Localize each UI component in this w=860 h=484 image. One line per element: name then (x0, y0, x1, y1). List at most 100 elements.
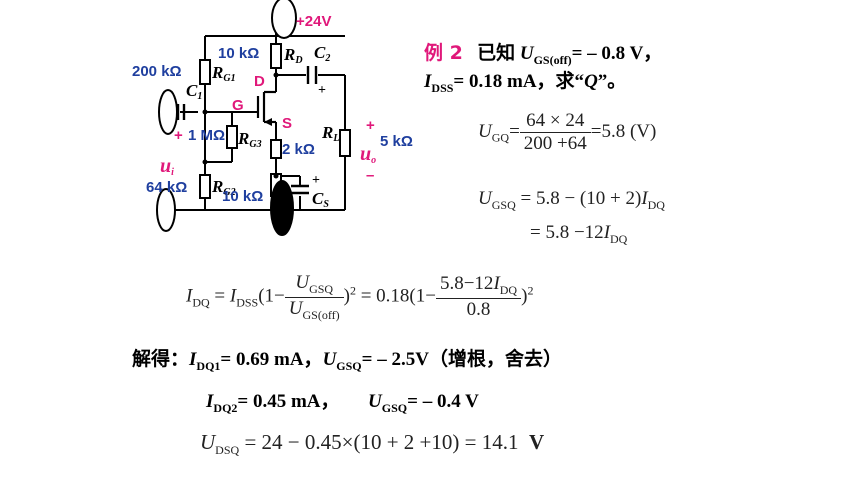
eq2-i-sub: DQ (647, 197, 665, 212)
solution-line-1: 解得：IDQ1= 0.69 mA，UGSQ= – 2.5V（增根，舍去） (132, 344, 562, 374)
ui-sub: i (171, 167, 174, 178)
eq4-unit: V (528, 430, 545, 454)
solve-label: 解得： (132, 348, 190, 370)
uo-sub: o (371, 155, 376, 166)
rd-sub: D (294, 55, 302, 66)
eq4-rhs: = 24 − 0.45×(10 + 2 +10) = 14.1 (244, 430, 519, 454)
problem-line-1: 例 2 已知 UGS(off)= – 0.8 V， (424, 38, 662, 68)
ugsoff-sub: GS(off) (533, 52, 572, 67)
eq2-i2-symbol: I (603, 222, 611, 243)
u1-sub: GSQ (336, 358, 362, 373)
eq3-square: 2 (349, 283, 356, 298)
eq4-lhs-sub: DSQ (215, 443, 240, 458)
rg1-value: 200 kΩ (132, 63, 182, 80)
i2-sub: DQ2 (213, 400, 238, 415)
rl-value: 5 kΩ (380, 133, 413, 150)
u2-sub: GSQ (381, 400, 408, 415)
rg1-label: R (211, 63, 223, 82)
supply-label: +24V (296, 13, 331, 30)
solution-line-2: IDQ2= 0.45 mA， UGSQ= – 0.4 V (206, 386, 479, 416)
known-text: 已知 (477, 42, 516, 64)
idss-sub: DSS (431, 80, 454, 95)
eq2-i2-sub: DQ (610, 231, 628, 246)
eq3-close: ) (343, 285, 350, 307)
rg2-label: R (211, 177, 223, 196)
ui-label: u (160, 155, 171, 177)
eq3-square2: 2 (527, 283, 534, 298)
rg1-sub: G1 (223, 73, 235, 84)
eq2-i-symbol: I (641, 188, 648, 209)
drain-label: D (254, 73, 265, 90)
svg-text:RL: RL (321, 123, 339, 144)
eq1-lhs: U (478, 120, 492, 142)
c2-label: C (314, 43, 326, 62)
rg3-label: R (237, 129, 249, 148)
eq3-num-sub: GSQ (309, 281, 334, 296)
rs-value: 2 kΩ (282, 141, 315, 158)
rs2-value: 10 kΩ (222, 188, 263, 205)
c2-plus: + (318, 83, 326, 98)
idss-symbol: I (424, 71, 432, 92)
gate-label: G (232, 97, 244, 114)
c1-label: C (186, 81, 198, 100)
uo-label: u (360, 143, 371, 165)
eq2-lhs-sub: GSQ (491, 197, 516, 212)
eq3-idss: I (229, 285, 237, 307)
eq3-num2-sub: DQ (499, 283, 518, 298)
rl-label: R (321, 123, 333, 142)
i1-sub: DQ1 (196, 358, 221, 373)
eq3-i-sub: DQ (192, 295, 210, 310)
rl-sub: L (332, 133, 339, 144)
u2-symbol: U (368, 391, 382, 412)
u1-value: = – 2.5V（增根，舍去） (361, 349, 562, 370)
problem-tail: ”。 (597, 71, 627, 92)
eq3-den-sub: GS(off) (302, 307, 340, 322)
u2-value: = – 0.4 V (407, 391, 479, 412)
svg-text:RD: RD (283, 45, 303, 66)
rg3-value: 1 MΩ (188, 127, 225, 144)
svg-text:RG3: RG3 (237, 129, 262, 150)
eq4-lhs: U (200, 430, 216, 454)
eq3-open: (1− (258, 285, 285, 307)
source-label: S (282, 115, 292, 132)
ugsoff-symbol: U (519, 43, 534, 64)
eq3-num-u: U (295, 272, 310, 293)
rg2-value: 64 kΩ (146, 179, 187, 196)
circuit-diagram: +24V 10 kΩ RD C2 200 kΩ RG1 C1 D G S 1 M… (132, 0, 413, 236)
svg-text:CS: CS (312, 189, 329, 210)
eq2-line1: = 5.8 − (10 + 2) (520, 188, 642, 209)
q-symbol: Q (584, 71, 598, 92)
eq3-den-u: U (288, 297, 303, 319)
svg-text:uo: uo (360, 143, 376, 166)
idss-value: = 0.18 mA，求“ (453, 71, 585, 92)
rg3-plus: + (174, 127, 183, 144)
svg-text:RG1: RG1 (211, 63, 236, 84)
rd-label: R (283, 45, 295, 64)
eq2-lhs: U (478, 188, 492, 209)
uo-minus: – (366, 167, 374, 184)
c1-sub: 1 (197, 91, 202, 102)
eq1-denominator: 200 +64 (523, 133, 587, 154)
svg-text:RG2: RG2 (211, 177, 236, 198)
eq1-numerator: 64 × 24 (519, 110, 591, 133)
eq3-close2: ) (521, 285, 528, 307)
i2-symbol: I (206, 391, 214, 412)
equation-ugsq-1: UGSQ = 5.8 − (10 + 2)IDQ (478, 188, 665, 213)
u1-symbol: U (322, 349, 337, 370)
problem-line-2: IDSS= 0.18 mA，求“Q”。 (424, 66, 626, 96)
i1-symbol: I (189, 349, 197, 370)
equation-udsq: UDSQ = 24 − 0.45×(10 + 2 +10) = 14.1 V (200, 430, 544, 458)
c2-sub: 2 (324, 53, 330, 64)
eq1-lhs-sub: GQ (491, 130, 510, 145)
eq3-num2-i: I (493, 273, 500, 295)
svg-text:C1: C1 (186, 81, 202, 102)
rg3-sub: G3 (249, 139, 261, 150)
eq3-den2: 0.8 (466, 299, 491, 321)
eq3-mid: = 0.18(1− (360, 285, 436, 307)
cs-sub: S (323, 199, 329, 210)
uo-plus: + (366, 117, 375, 134)
i1-value: = 0.69 mA， (220, 349, 323, 370)
eq1-result: =5.8 (V) (590, 120, 657, 142)
